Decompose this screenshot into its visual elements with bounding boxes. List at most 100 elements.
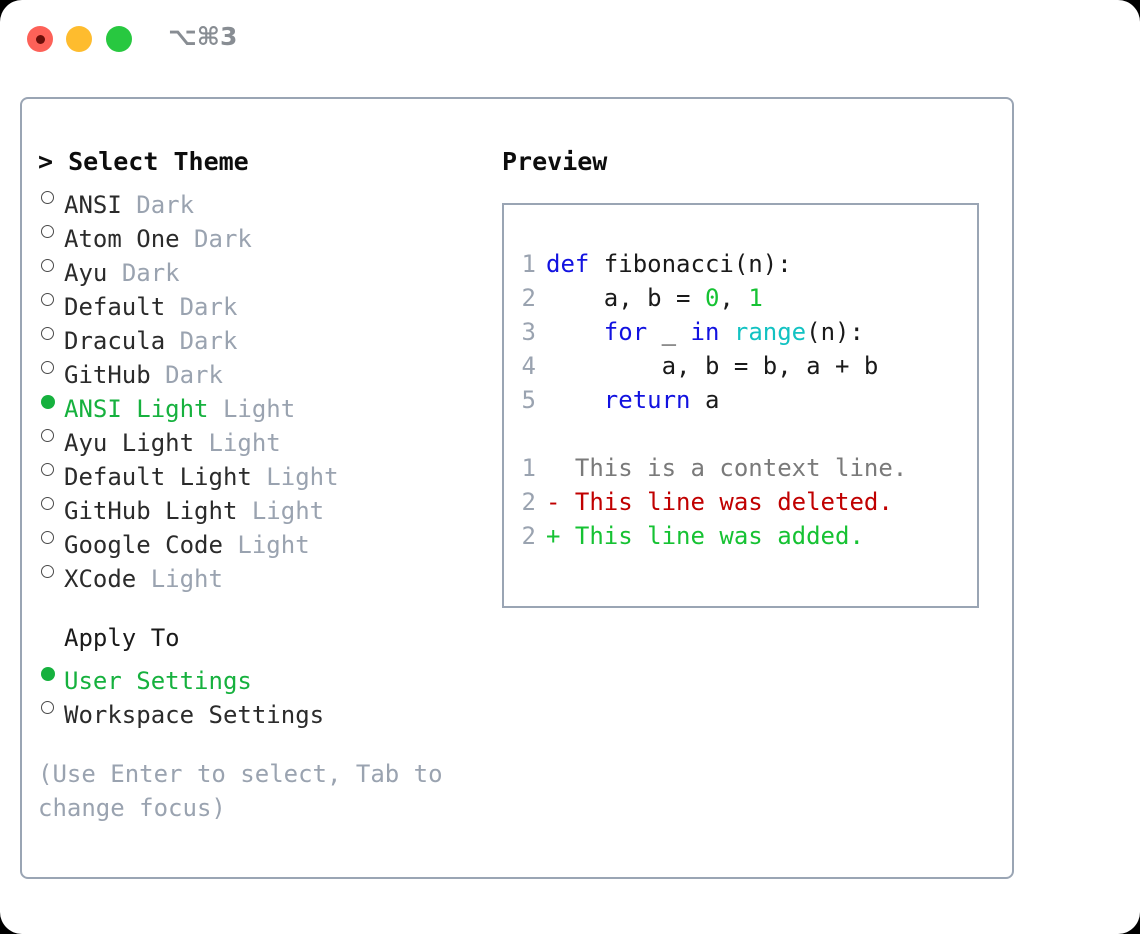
spacer: [165, 324, 179, 358]
code-token: return: [603, 386, 691, 414]
radio-unselected-icon: [38, 315, 64, 349]
spacer: [209, 392, 223, 426]
theme-option-default[interactable]: Default Dark: [38, 281, 498, 321]
diff-text: This line was deleted.: [574, 488, 893, 516]
spacer: [107, 256, 121, 290]
theme-name: Ayu Light: [64, 429, 195, 457]
theme-variant-badge: Light: [150, 565, 223, 593]
spacer: [136, 562, 150, 596]
theme-variant-badge: Light: [237, 531, 310, 559]
spacer: [237, 494, 251, 528]
theme-option-dracula[interactable]: Dracula Dark: [38, 315, 498, 355]
theme-option-xcode[interactable]: XCode Light: [38, 553, 498, 593]
code-token: range: [733, 318, 807, 346]
diff-marker: -: [546, 488, 575, 516]
apply-to-header: Apply To: [64, 624, 180, 652]
code-token: for: [603, 318, 648, 346]
diff-marker: +: [546, 522, 575, 550]
code-text: return a: [546, 383, 720, 417]
record-indicator-icon: [35, 34, 45, 44]
code-token: [719, 318, 733, 346]
theme-variant-badge: Light: [208, 429, 281, 457]
apply-to-option-workspace-settings[interactable]: Workspace Settings: [38, 689, 498, 729]
line-number: 5: [521, 386, 536, 414]
code-line: 5 return a: [504, 383, 977, 417]
apply-to-label: User Settings: [64, 667, 252, 695]
theme-variant-badge: Light: [222, 395, 296, 423]
preview-box: 1 def fibonacci(n): 2 a, b = 0, 1 3 for _ i…: [502, 203, 979, 608]
radio-unselected-icon: [38, 281, 64, 315]
code-token: a, b =: [546, 284, 705, 312]
line-number: 1: [521, 250, 536, 278]
theme-list-header: > Select Theme: [38, 147, 249, 176]
code-text: a, b = 0, 1: [546, 281, 763, 315]
radio-unselected-icon: [38, 213, 64, 247]
code-token: a, b = b, a + b: [546, 352, 879, 380]
radio-unselected-icon: [38, 417, 64, 451]
line-number: 2: [521, 522, 536, 550]
diff-text: This line was added.: [574, 522, 864, 550]
diff-text: This is a context line.: [574, 454, 908, 482]
code-token: 1: [748, 284, 763, 312]
theme-name: Google Code: [64, 531, 223, 559]
theme-name: Dracula: [64, 327, 166, 355]
radio-unselected-icon: [38, 553, 64, 587]
radio-unselected-icon: [38, 179, 64, 213]
code-token: in: [690, 318, 720, 346]
diff-line: 1 This is a context line.: [504, 451, 977, 485]
code-token: ,: [719, 284, 749, 312]
theme-variant-badge: Dark: [194, 225, 252, 253]
code-token: fibonacci(n):: [589, 250, 792, 278]
diff-line: 2 + This line was added.: [504, 519, 977, 553]
maximize-button[interactable]: [106, 26, 132, 52]
code-token: a: [690, 386, 720, 414]
theme-name: Default Light: [64, 463, 252, 491]
radio-selected-icon: [38, 655, 64, 689]
code-token: _: [647, 318, 691, 346]
spacer: [165, 290, 179, 324]
theme-option-google-code[interactable]: Google Code Light: [38, 519, 498, 559]
theme-option-github[interactable]: GitHub Dark: [38, 349, 498, 389]
code-token: 0: [704, 284, 720, 312]
theme-option-default-light[interactable]: Default Light Light: [38, 451, 498, 491]
keyboard-shortcut-label: ⌥⌘3: [168, 22, 238, 51]
theme-option-github-light[interactable]: GitHub Light Light: [38, 485, 498, 525]
code-line: 2 a, b = 0, 1: [504, 281, 977, 315]
keyboard-hint-text: (Use Enter to select, Tab to change focu…: [38, 760, 443, 822]
theme-option-ayu[interactable]: Ayu Dark: [38, 247, 498, 287]
theme-variant-badge: Dark: [121, 259, 180, 287]
theme-variant-badge: Dark: [165, 361, 223, 389]
code-token: [546, 386, 604, 414]
theme-option-ansi[interactable]: ANSI Dark: [38, 179, 498, 219]
minimize-button[interactable]: [66, 26, 92, 52]
radio-unselected-icon: [38, 689, 64, 723]
theme-name: GitHub Light: [64, 497, 238, 525]
theme-variant-badge: Light: [266, 463, 339, 491]
code-sample: 1 def fibonacci(n): 2 a, b = 0, 1 3 for _ i…: [504, 247, 977, 417]
code-token: def: [546, 250, 590, 278]
theme-name: Atom One: [64, 225, 180, 253]
code-token: (n):: [806, 318, 864, 346]
theme-option-atom-one[interactable]: Atom One Dark: [38, 213, 498, 253]
spacer: [194, 426, 208, 460]
close-button[interactable]: [27, 26, 53, 52]
preview-header: Preview: [502, 147, 608, 176]
theme-name: Default: [64, 293, 166, 321]
line-number: 2: [521, 488, 536, 516]
spacer: [122, 188, 136, 222]
preview-pane: Preview 1 def fibonacci(n): 2 a, b = 0, 1 3…: [502, 145, 1002, 608]
theme-name: GitHub: [64, 361, 151, 389]
theme-option-ayu-light[interactable]: Ayu Light Light: [38, 417, 498, 457]
diff-line: 2- This line was deleted.: [504, 485, 977, 519]
spacer: [180, 222, 194, 256]
theme-option-ansi-light[interactable]: ANSI Light Light: [38, 383, 498, 423]
theme-name: ANSI: [64, 191, 122, 219]
title-bar: ⌥⌘3: [0, 0, 1140, 78]
spacer: [223, 528, 237, 562]
apply-to-option-user-settings[interactable]: User Settings: [38, 655, 498, 695]
line-number: 3: [521, 318, 536, 346]
radio-unselected-icon: [38, 349, 64, 383]
